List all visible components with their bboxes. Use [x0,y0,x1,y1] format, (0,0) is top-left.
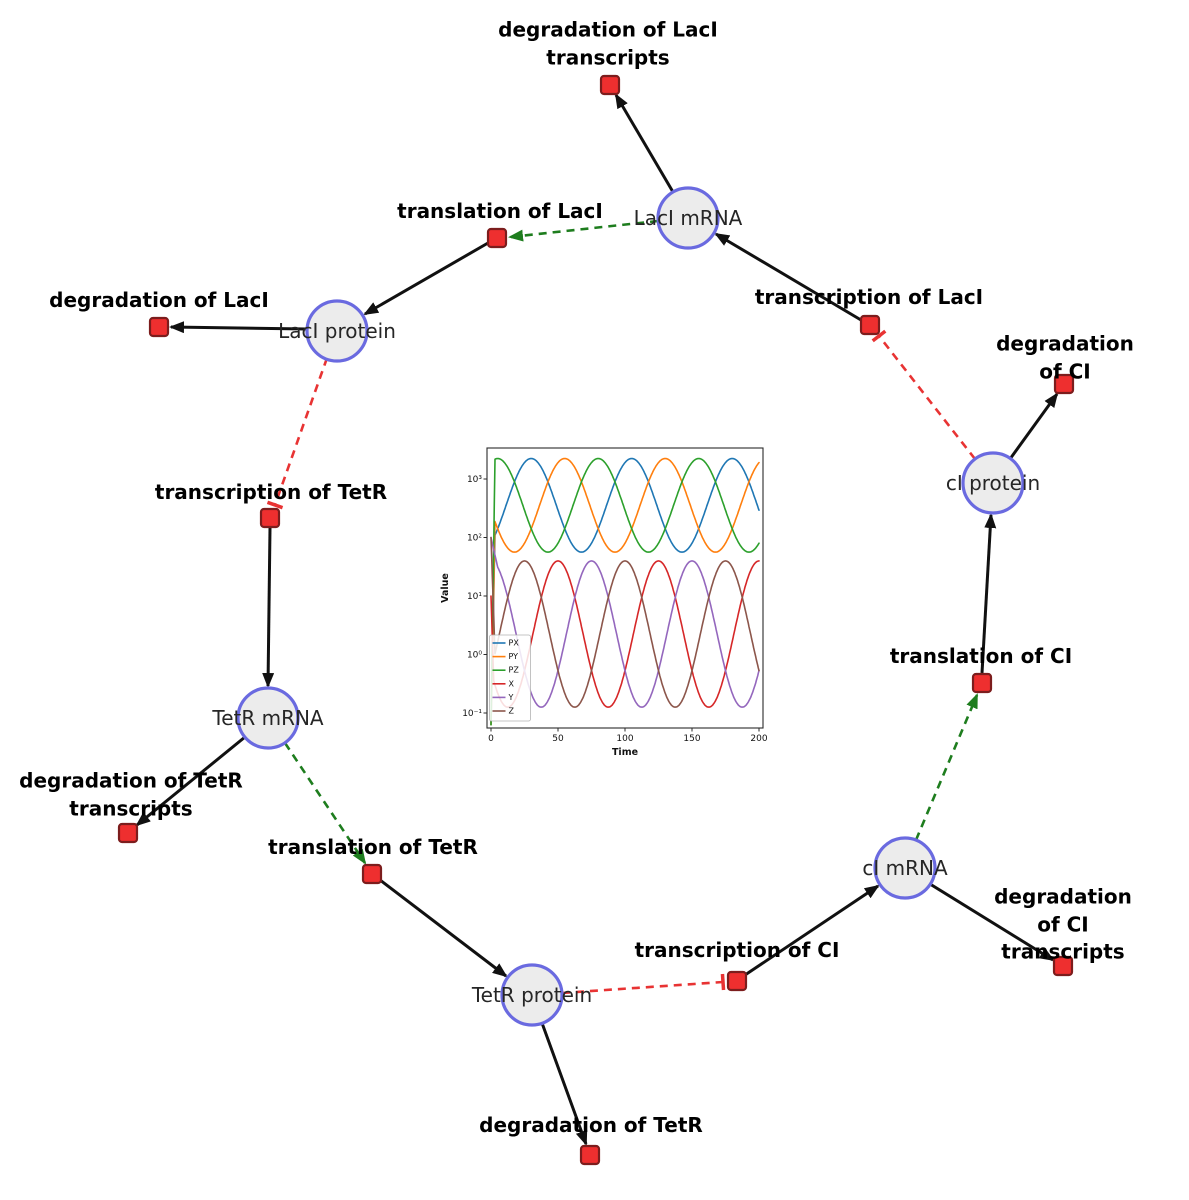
reaction-label-degradation-of-ci-transcripts: degradation of CI transcripts [994,884,1132,964]
reaction-node-transcription-of-tetr [259,507,281,529]
ci-protein-inhibits-laci-txn-edge [871,329,977,460]
laci-mrna-modifies-translation-edge [508,219,659,242]
curve-Y [490,536,760,708]
species-label-laci-protein: LacI protein [278,319,396,343]
x-axis-title: Time [612,747,638,758]
y-tick-label: 10⁻¹ [462,709,482,719]
reaction-label-degradation-of-tetr-transcripts: degradation of TetR transcripts [19,768,243,820]
legend-label-py: PY [509,652,519,661]
reaction-node-degradation-of-ci-transcripts [1052,955,1074,977]
species-node-ci-protein [961,451,1025,515]
node-layer [117,74,1075,1166]
simulation-inset-chart: 10⁻¹ 10⁰ 10¹ 10² 10³ Value 0 50 100 150 … [440,447,768,758]
reaction-node-translation-of-tetr [361,863,383,885]
reaction-label-transcription-of-tetr: transcription of TetR [154,480,388,505]
y-tick-label: 10⁰ [467,651,482,661]
chart-legend: PX PY PZ X Y Z [489,634,531,722]
reaction-node-translation-of-ci [971,672,993,694]
transcription-to-laci-mrna-edge [714,232,862,322]
reaction-label-degradation-of-ci: degradation of CI [996,331,1134,383]
y-tick-label: 10² [467,534,482,544]
x-tick-label: 150 [683,734,700,744]
curve-PX [490,457,760,726]
legend-label-y: Y [508,693,514,702]
legend-label-z: Z [509,707,515,716]
tetr-mrna-modifies-translation-edge [283,742,367,865]
reaction-node-translation-of-laci [486,227,508,249]
chart-x-axis: 0 50 100 150 200 Time [488,728,768,758]
reaction-node-degradation-of-ci [1053,373,1075,395]
species-node-tetr-protein [500,963,564,1027]
reaction-label-degradation-of-tetr: degradation of TetR [479,1113,703,1138]
reaction-label-translation-of-ci: translation of CI [889,644,1073,669]
reaction-label-translation-of-laci: translation of LacI [397,199,603,224]
y-tick-label: 10¹ [467,592,482,602]
reaction-node-degradation-of-tetr [579,1144,601,1166]
curve-Z [490,536,760,708]
laci-protein-inhibits-tetr-txn-edge [266,357,329,510]
translation-to-tetr-protein-edge [379,878,508,978]
species-label-tetr-protein: TetR protein [471,983,593,1007]
chart-y-axis: 10⁻¹ 10⁰ 10¹ 10² 10³ Value [440,475,487,719]
species-node-laci-protein [305,299,369,363]
y-axis-title: Value [440,573,451,603]
ci-mrna-modifies-translation-edge [914,693,979,841]
reaction-label-transcription-of-ci: transcription of CI [634,938,840,963]
x-tick-label: 200 [750,734,767,744]
legend-label-x: X [509,679,515,688]
laci-mrna-to-degradation-edge [614,93,675,193]
y-tick-label: 10³ [467,475,482,485]
curve-X [490,560,760,708]
reaction-node-degradation-of-laci [148,316,170,338]
species-node-ci-mrna [873,836,937,900]
x-tick-label: 100 [616,734,633,744]
legend-label-pz: PZ [509,666,520,675]
species-node-tetr-mrna [236,686,300,750]
species-label-ci-protein: cI protein [945,471,1041,495]
species-node-laci-mrna [656,186,720,250]
reaction-node-degradation-of-tetr-transcripts [117,822,139,844]
ci-mrna-to-degradation-edge [929,882,1055,962]
ci-protein-to-degradation-edge [1008,392,1059,460]
species-label-laci-mrna: LacI mRNA [633,206,743,230]
reaction-label-degradation-of-laci-transcripts: degradation of LacI transcripts [498,17,718,69]
curve-PZ [490,457,760,726]
translation-to-laci-protein-edge [363,241,489,316]
transcription-to-tetr-mrna-edge [262,527,275,688]
reaction-node-transcription-of-ci [726,970,748,992]
reaction-label-transcription-of-laci: transcription of LacI [754,285,984,310]
reaction-label-degradation-of-laci: degradation of LacI [49,288,269,313]
x-tick-label: 0 [488,734,494,744]
tetr-mrna-to-degradation-edge [135,735,246,827]
laci-protein-to-degradation-edge [169,321,308,334]
species-label-ci-mrna: cI mRNA [862,856,948,880]
edge-layer [135,93,1059,1146]
chart-curves [490,457,760,726]
x-tick-label: 50 [552,734,564,744]
tetr-protein-to-degradation-edge [540,1022,588,1146]
reaction-node-degradation-of-laci-transcripts [599,74,621,96]
legend-label-px: PX [509,639,520,648]
species-label-tetr-mrna: TetR mRNA [212,706,324,730]
reaction-node-transcription-of-laci [859,314,881,336]
transcription-to-ci-mrna-edge [744,884,880,977]
curve-PY [490,457,760,726]
reaction-label-translation-of-tetr: translation of TetR [268,835,478,860]
translation-to-ci-protein-edge [980,513,997,674]
